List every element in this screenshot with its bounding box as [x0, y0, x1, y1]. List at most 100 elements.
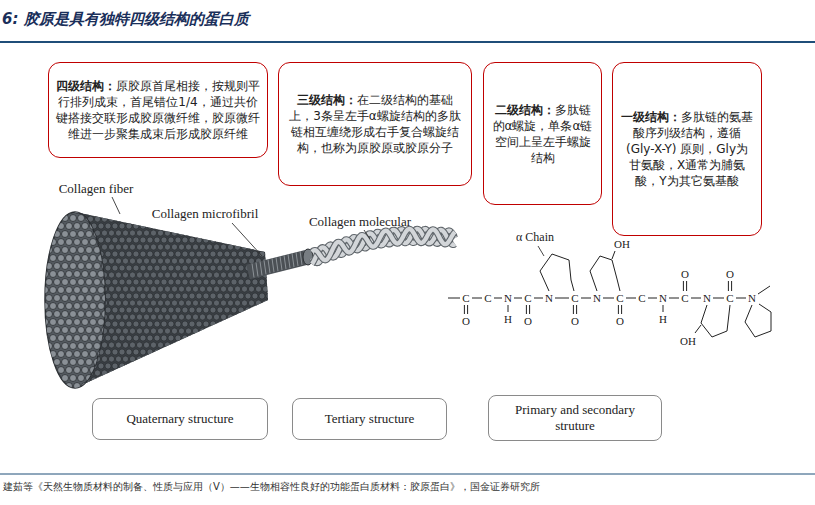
fibril-texture	[231, 321, 237, 327]
fibril-texture	[133, 307, 139, 313]
box-body: Primary and secondary struture	[515, 402, 635, 433]
fibril-end	[58, 351, 65, 358]
fibril-texture	[115, 286, 121, 292]
fibril-texture	[136, 300, 142, 306]
fibril-texture	[245, 321, 251, 327]
fibril-texture	[266, 377, 272, 383]
fibril-texture	[217, 307, 223, 313]
fibril-texture	[224, 335, 230, 341]
atom-symbol: C	[571, 292, 578, 304]
fibril-texture	[252, 237, 258, 243]
fibril-texture	[224, 223, 230, 229]
fibril-texture	[185, 384, 191, 390]
chemical-bond	[612, 251, 615, 259]
fibril-texture	[210, 223, 216, 229]
fibril-texture	[105, 377, 111, 383]
fibril-texture	[269, 230, 275, 236]
fibril-texture	[189, 377, 195, 383]
fibril-texture	[122, 286, 128, 292]
fibril-texture	[171, 258, 177, 264]
fibril-end	[54, 359, 61, 366]
fibril-texture	[143, 384, 149, 390]
fibril-end	[66, 319, 73, 326]
fibril-texture	[126, 335, 132, 341]
fibril-texture	[143, 342, 149, 348]
fibril-texture	[161, 293, 167, 299]
fibril-texture	[126, 363, 132, 369]
fibril-texture	[245, 349, 251, 355]
fibril-texture	[259, 237, 265, 243]
fibril-texture	[227, 342, 233, 348]
fibril-texture	[262, 216, 268, 222]
fibril-texture	[164, 384, 170, 390]
fibril-texture	[171, 356, 177, 362]
fibril-end	[86, 247, 93, 254]
fibril-texture	[112, 223, 118, 229]
fibril-end	[62, 279, 69, 286]
fibril-end	[50, 255, 57, 262]
fibril-end	[70, 231, 77, 238]
fiber-texture	[77, 202, 276, 397]
fibril-texture	[210, 335, 216, 341]
fibril-texture	[234, 244, 240, 250]
chemical-bond	[494, 298, 502, 299]
fibril-end	[42, 287, 49, 294]
fibril-texture	[245, 391, 251, 397]
fibril-texture	[182, 251, 188, 257]
fibril-texture	[262, 230, 268, 236]
fibril-texture	[175, 279, 181, 285]
fibril-texture	[189, 321, 195, 327]
fibril-texture	[269, 314, 275, 320]
leader-line	[538, 246, 544, 256]
fibril-texture	[192, 286, 198, 292]
part-label: α Chain	[516, 231, 554, 244]
fibril-texture	[255, 300, 261, 306]
fibril-texture	[227, 356, 233, 362]
fibril-texture	[206, 370, 212, 376]
fibril-end	[70, 215, 77, 222]
fibril-texture	[213, 328, 219, 334]
fibril-texture	[234, 328, 240, 334]
fibril-texture	[147, 321, 153, 327]
fibril-texture	[238, 349, 244, 355]
fibril-end	[102, 231, 109, 238]
fibril-texture	[238, 391, 244, 397]
fibril-texture	[112, 237, 118, 243]
fibril-texture	[108, 258, 114, 264]
fibril-end	[78, 215, 85, 222]
fibril-end	[98, 239, 105, 246]
fibril-texture	[234, 272, 240, 278]
fibril-texture	[269, 328, 275, 334]
fibril-texture	[199, 244, 205, 250]
fibril-texture	[108, 244, 114, 250]
fibril-texture	[224, 307, 230, 313]
fibril-texture	[196, 293, 202, 299]
fibril-texture	[227, 300, 233, 306]
fibril-texture	[210, 377, 216, 383]
fibril-texture	[115, 328, 121, 334]
fibril-texture	[178, 328, 184, 334]
fibril-texture	[266, 279, 272, 285]
fibril-texture	[199, 230, 205, 236]
fibril-texture	[175, 237, 181, 243]
box-text: Primary and secondary struture	[495, 402, 655, 434]
fibril-end	[58, 383, 65, 390]
fibril-texture	[161, 349, 167, 355]
fibril-texture	[213, 230, 219, 236]
fibril-texture	[147, 237, 153, 243]
box-heading: 二级结构：	[495, 103, 555, 117]
fibril-texture	[129, 342, 135, 348]
fibril-end	[90, 271, 97, 278]
fibril-texture	[147, 349, 153, 355]
fibril-texture	[255, 314, 261, 320]
fibril-texture	[213, 356, 219, 362]
fibril-texture	[133, 209, 139, 215]
structure-box: 四级结构：原胶原首尾相接，按规则平行排列成束，首尾错位1/4，通过共价键搭接交联…	[48, 62, 268, 158]
fibril-end	[42, 239, 49, 246]
chemical-bond	[529, 305, 530, 314]
fibril-texture	[150, 342, 156, 348]
fibril-texture	[234, 258, 240, 264]
fibril-end	[82, 223, 89, 230]
fibril-texture	[175, 293, 181, 299]
fibril-texture	[98, 223, 104, 229]
